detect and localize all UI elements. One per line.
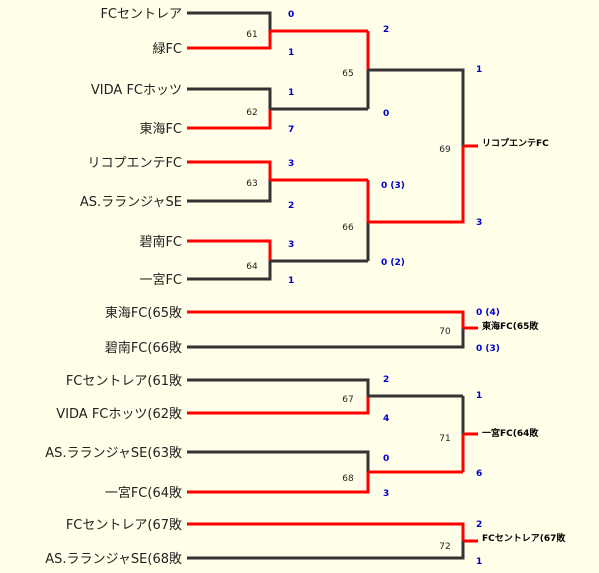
match-number: 71: [439, 434, 450, 444]
match-number: 66: [342, 223, 354, 233]
team-label: FCセントレア(67敗: [66, 518, 182, 533]
team-label: FCセントレア(61敗: [66, 374, 182, 389]
match-number: 72: [439, 542, 450, 552]
score: 2: [383, 25, 389, 35]
winner-label: 一宮FC(64敗: [482, 427, 539, 439]
score: 3: [476, 218, 482, 228]
team-label: AS.ラランジャSE(63敗: [45, 446, 182, 461]
score: 3: [288, 240, 294, 250]
score: 3: [383, 489, 389, 499]
match-numbers: 61 62 63 64 65 66 69 70 67 68 71 72: [246, 30, 451, 552]
score: 0 (3): [381, 181, 405, 191]
team-label: 碧南FC: [139, 234, 182, 250]
score: 2: [288, 201, 294, 211]
score: 1: [476, 391, 482, 401]
winner-label: 東海FC(65敗: [482, 320, 539, 332]
match-number: 69: [439, 145, 451, 155]
winner-label: リコプエンテFC: [482, 137, 549, 149]
team-label: AS.ラランジャSE(68敗: [45, 552, 182, 567]
score: 1: [288, 276, 294, 286]
bracket-lines-block2: [187, 310, 478, 349]
team-label: 一宮FC(64敗: [105, 485, 182, 501]
team-label: AS.ラランジャSE: [80, 195, 182, 210]
team-labels: FCセントレア 緑FC VIDA FCホッツ 東海FC リコプエンテFC AS.…: [45, 7, 182, 567]
score: 0 (2): [381, 258, 405, 268]
winner-labels: リコプエンテFC 東海FC(65敗 一宮FC(64敗 FCセントレア(67敗: [482, 137, 566, 544]
team-label: VIDA FCホッツ(62敗: [56, 407, 182, 422]
match-number: 67: [342, 395, 353, 405]
match-scores: 0 1 1 7 3 2 3 1 2 0 0 (3) 0 (2) 1 3 0 (4…: [288, 10, 500, 567]
team-label: 緑FC: [152, 42, 182, 57]
score: 4: [383, 414, 389, 424]
score: 0: [383, 454, 389, 464]
match-number: 70: [439, 327, 451, 337]
match-number: 65: [342, 69, 353, 79]
score: 1: [288, 88, 294, 98]
match-number: 64: [246, 262, 258, 272]
score: 0: [383, 109, 389, 119]
score: 0: [288, 10, 294, 20]
team-label: 一宮FC: [139, 272, 182, 288]
score: 6: [476, 469, 482, 479]
match-number: 62: [246, 108, 257, 118]
match-number: 63: [246, 179, 257, 189]
score: 2: [383, 375, 389, 385]
team-label: 東海FC: [139, 121, 182, 137]
score: 1: [288, 48, 294, 58]
score: 0 (4): [476, 308, 500, 318]
team-label: 碧南FC(66敗: [105, 340, 182, 356]
match-number: 68: [342, 474, 354, 484]
bracket-lines-block1: [187, 11, 478, 281]
team-label: FCセントレア: [100, 7, 182, 22]
score: 3: [288, 159, 294, 169]
score: 7: [288, 125, 294, 135]
score: 0 (3): [476, 344, 500, 354]
match-number: 61: [246, 30, 257, 40]
score: 2: [476, 520, 482, 530]
winner-label: FCセントレア(67敗: [482, 532, 566, 544]
bracket-lines-block3: [187, 378, 478, 494]
team-label: 東海FC(65敗: [105, 305, 182, 321]
score: 1: [476, 557, 482, 567]
team-label: VIDA FCホッツ: [91, 83, 182, 98]
bracket-lines-block4: [187, 522, 478, 560]
team-label: リコプエンテFC: [87, 156, 182, 171]
score: 1: [476, 65, 482, 75]
